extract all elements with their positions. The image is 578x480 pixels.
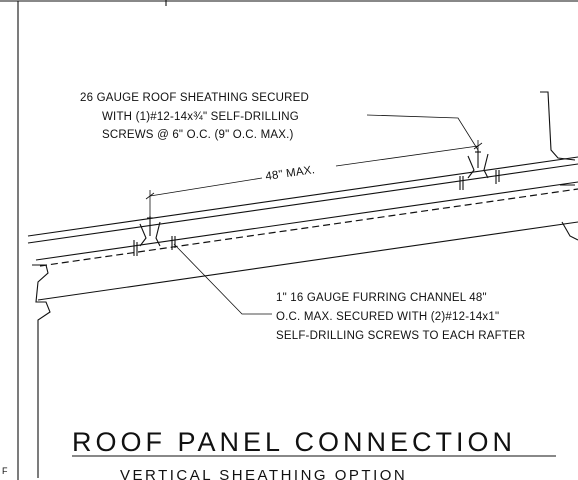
furring-channel-centerline <box>39 188 578 267</box>
left-break-line <box>32 264 51 478</box>
roof-sheathing-bottom <box>27 163 578 244</box>
detail-title: ROOF PANEL CONNECTION <box>72 427 516 457</box>
sheathing-leader <box>366 114 479 151</box>
sheathing-note-line3: SCREWS @ 6" O.C. (9" O.C. MAX.) <box>102 129 294 141</box>
rafter-top-edge <box>37 221 578 301</box>
dimension-label: 48" MAX. <box>265 164 316 183</box>
sheathing-note-line1: 26 GAUGE ROOF SHEATHING SECURED <box>80 92 309 104</box>
furring-channel-top <box>35 181 578 261</box>
right-break-line-bottom <box>560 184 578 241</box>
sheathing-note-line2: WITH (1)#12-14x¾" SELF-DRILLING <box>102 111 299 123</box>
right-break-line-top <box>540 91 576 161</box>
furring-leader <box>173 243 272 315</box>
furring-note-line2: O.C. MAX. SECURED WITH (2)#12-14x1" <box>276 311 499 323</box>
dimension-48-max <box>145 140 483 220</box>
roof-sheathing-top <box>27 156 578 237</box>
margin-mark: F <box>2 466 8 476</box>
furring-note-line1: 1" 16 GAUGE FURRING CHANNEL 48" <box>276 292 487 304</box>
screw-group-right <box>459 150 500 190</box>
detail-subtitle: VERTICAL SHEATHING OPTION <box>120 467 407 480</box>
furring-note-line3: SELF-DRILLING SCREWS TO EACH RAFTER <box>276 330 525 342</box>
